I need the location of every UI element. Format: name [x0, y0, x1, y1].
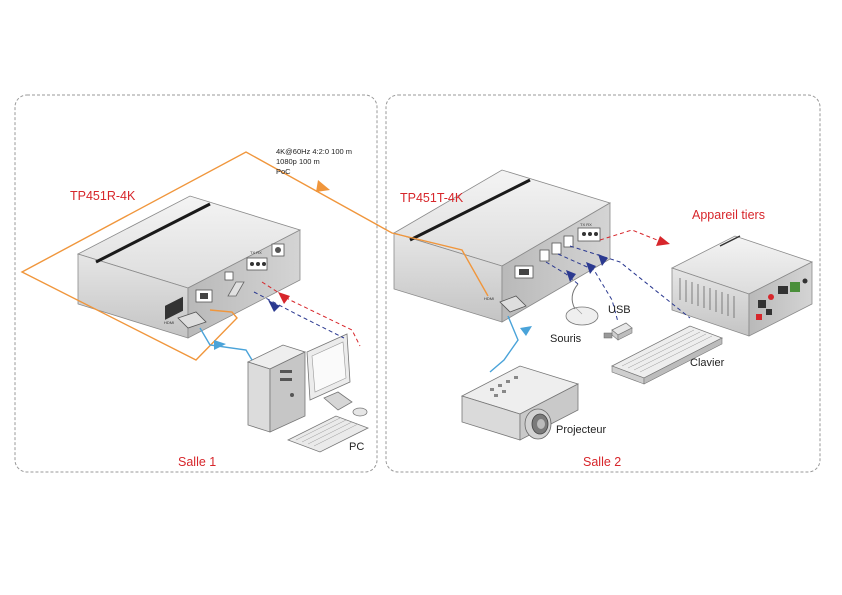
keyboard-label: Clavier — [690, 357, 725, 369]
transmitter-hdmi-text: HDMI — [484, 296, 494, 301]
usb-cable-dongle — [557, 253, 619, 323]
pc-label: PC — [349, 441, 365, 453]
receiver-rs232-text: TX RX — [250, 250, 262, 255]
receiver-label: TP451R-4K — [70, 189, 136, 203]
receiver-hdmi-text: HDMI — [164, 320, 174, 325]
link-spec-4k: 4K@60Hz 4:2:0 100 m — [276, 147, 352, 156]
transmitter-device — [393, 169, 611, 323]
room-2-label: Salle 2 — [583, 455, 622, 469]
usb-cable-keyboard — [569, 245, 691, 319]
third-party-label: Appareil tiers — [692, 208, 765, 222]
mouse — [565, 283, 599, 326]
hdmi-cable-salle2 — [489, 315, 519, 373]
transmitter-label: TP451T-4K — [400, 191, 464, 205]
hdmi-cable-salle1 — [199, 327, 253, 361]
third-party-device — [670, 235, 814, 337]
link-spec-poc: PoC — [276, 167, 291, 176]
usb-label: USB — [608, 304, 631, 316]
pc-setup — [246, 333, 369, 453]
usb-cable-mouse — [545, 261, 579, 285]
rs232-cable-salle1 — [261, 281, 361, 347]
room-1-border — [14, 94, 378, 473]
keyboard — [611, 325, 723, 385]
room-2-border — [385, 94, 821, 473]
projector — [460, 365, 580, 441]
transmitter-rs232-text: TX RX — [580, 222, 592, 227]
projector-label: Projecteur — [556, 424, 607, 436]
room-1-label: Salle 1 — [178, 455, 217, 469]
mouse-label: Souris — [550, 333, 582, 345]
hdbaset-cable — [20, 151, 489, 361]
link-spec-1080p: 1080p 100 m — [276, 157, 320, 166]
hdbaset-arrow — [316, 180, 330, 192]
usb-dongle — [603, 322, 633, 341]
usb-cable-salle1 — [253, 291, 345, 339]
